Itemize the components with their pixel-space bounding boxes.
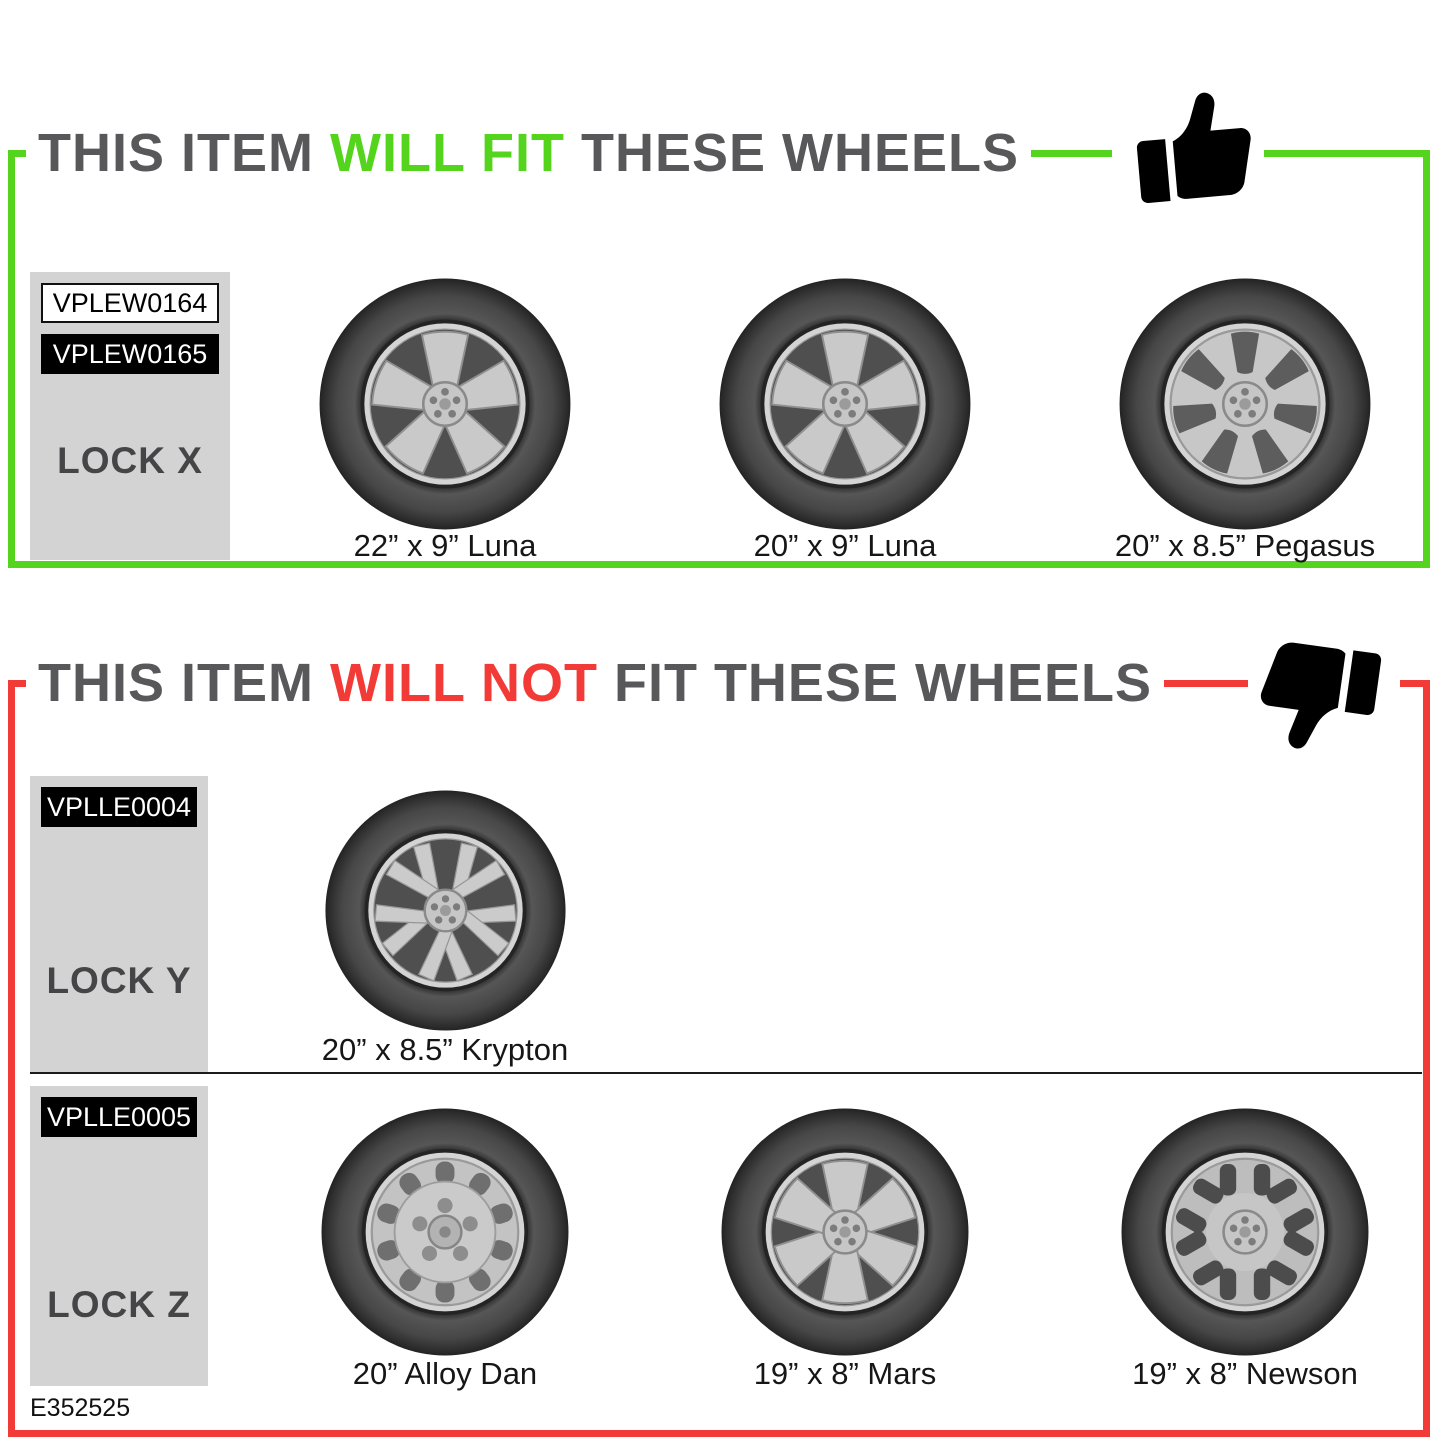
nofit-title-highlight: WILL NOT bbox=[330, 653, 598, 713]
wheel-image-pegasus bbox=[1117, 276, 1373, 532]
part-code-vplle0005: VPLLE0005 bbox=[41, 1097, 197, 1137]
wheel-caption-mars: 19” x 8” Mars bbox=[753, 1356, 937, 1391]
reference-code: E352525 bbox=[30, 1394, 131, 1422]
wheel-caption-alloy-dan: 20” Alloy Dan bbox=[352, 1356, 538, 1391]
fit-title-suffix: THESE WHEELS bbox=[564, 123, 1019, 183]
row-divider-line bbox=[30, 1072, 1422, 1074]
wheel-caption-luna-22: 22” x 9” Luna bbox=[353, 528, 537, 563]
wheel-caption-pegasus: 20” x 8.5” Pegasus bbox=[1114, 528, 1376, 563]
lock-y-label: LOCK Y bbox=[46, 960, 192, 1001]
thumbs-up-icon bbox=[1112, 72, 1264, 220]
wheel-image-luna-22 bbox=[317, 276, 573, 532]
wheel-caption-krypton: 20” x 8.5” Krypton bbox=[321, 1032, 569, 1067]
wheel-image-krypton bbox=[323, 788, 568, 1033]
nofit-title-suffix: FIT THESE WHEELS bbox=[597, 653, 1152, 713]
wheel-caption-luna-20: 20” x 9” Luna bbox=[753, 528, 937, 563]
thumbs-down-icon bbox=[1248, 626, 1400, 774]
wheel-image-luna-20 bbox=[717, 276, 973, 532]
fit-part-panel: VPLEW0164 VPLEW0165 LOCK X bbox=[30, 272, 230, 560]
part-code-vplew0165: VPLEW0165 bbox=[41, 334, 219, 374]
part-code-vplew0164: VPLEW0164 bbox=[41, 283, 219, 323]
fit-section-title: THIS ITEM WILL FIT THESE WHEELS bbox=[26, 122, 1031, 184]
wheel-image-alloy-dan bbox=[319, 1106, 571, 1358]
lock-z-label: LOCK Z bbox=[47, 1284, 191, 1325]
nofit-part-panel-lock-y: VPLLE0004 LOCK Y bbox=[30, 776, 208, 1072]
part-code-vplle0004: VPLLE0004 bbox=[41, 787, 197, 827]
nofit-section-title: THIS ITEM WILL NOT FIT THESE WHEELS bbox=[26, 652, 1164, 714]
nofit-title-prefix: THIS ITEM bbox=[38, 653, 330, 713]
lock-x-label: LOCK X bbox=[57, 440, 203, 481]
fit-title-highlight: WILL FIT bbox=[330, 123, 565, 183]
wheel-image-mars bbox=[719, 1106, 971, 1358]
fit-title-prefix: THIS ITEM bbox=[38, 123, 330, 183]
wheel-image-newson bbox=[1119, 1106, 1371, 1358]
nofit-part-panel-lock-z: VPLLE0005 LOCK Z bbox=[30, 1086, 208, 1386]
wheel-caption-newson: 19” x 8” Newson bbox=[1132, 1356, 1358, 1391]
